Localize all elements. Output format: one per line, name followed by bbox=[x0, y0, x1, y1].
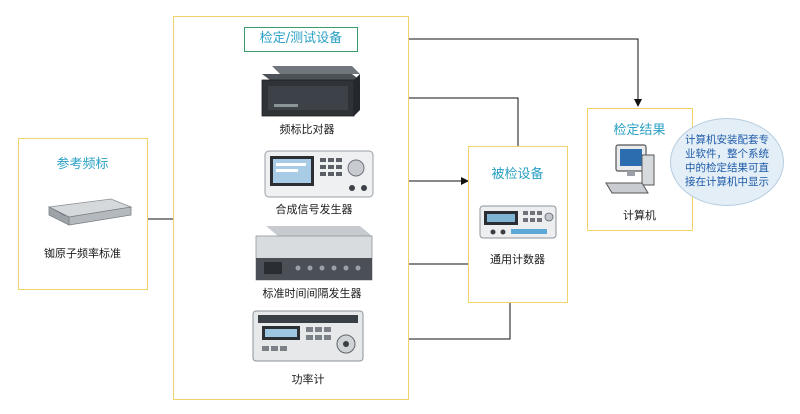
dut-panel: 被检设备 通用计数器 bbox=[468, 146, 568, 303]
frequency-comparator-device bbox=[261, 66, 360, 117]
result-note: 计算机安装配套专业软件，整个系统中的检定结果可直接在计算机中显示 bbox=[670, 118, 784, 206]
frequency-comparator-label: 频标比对器 bbox=[279, 123, 335, 136]
computer-icon bbox=[605, 144, 655, 194]
power-meter-label: 功率计 bbox=[291, 373, 325, 386]
reference-title: 参考频标 bbox=[56, 157, 109, 172]
power-meter-device bbox=[252, 310, 364, 362]
rubidium-standard-device bbox=[47, 198, 133, 226]
time-interval-generator-device bbox=[255, 226, 373, 281]
wire-power-to-dut bbox=[372, 303, 511, 340]
rubidium-standard-label: 铷原子频率标准 bbox=[44, 247, 121, 260]
wire-comparator-to-dut bbox=[358, 97, 519, 146]
computer-label: 计算机 bbox=[623, 209, 656, 222]
result-title: 检定结果 bbox=[613, 123, 666, 138]
reference-panel: 参考频标 铷原子频率标准 bbox=[18, 138, 148, 290]
signal-generator-label: 合成信号发生器 bbox=[275, 203, 353, 216]
universal-counter-label: 通用计数器 bbox=[490, 253, 545, 266]
test-equipment-title: 检定/测试设备 bbox=[244, 27, 358, 52]
universal-counter-device bbox=[479, 205, 557, 239]
wire-title-to-result bbox=[358, 38, 642, 107]
dut-title: 被检设备 bbox=[491, 167, 544, 182]
signal-generator-device bbox=[264, 150, 374, 198]
time-interval-generator-label: 标准时间间隔发生器 bbox=[262, 287, 362, 300]
